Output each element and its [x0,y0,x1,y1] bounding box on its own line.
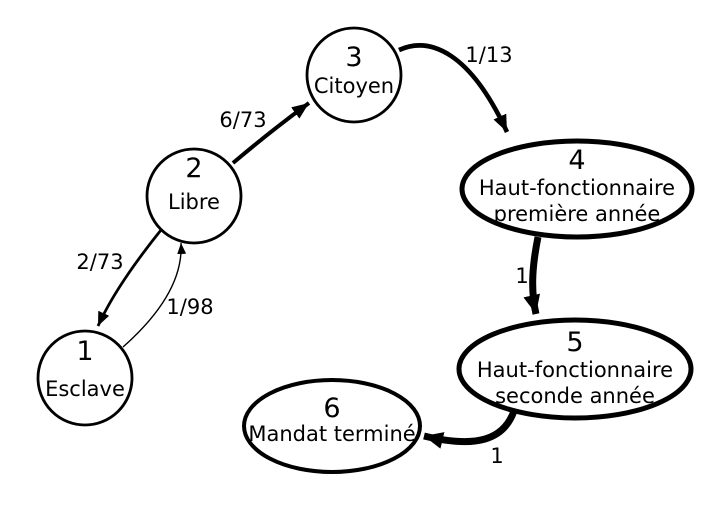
edge-3-to-4-label: 1/13 [465,43,512,67]
state-node-3-label: Citoyen [314,74,394,98]
state-node-5-label-line1: Haut-fonctionnaire [477,358,673,382]
state-node-2-label: Libre [168,190,220,214]
state-node-6: 6 Mandat terminé [242,378,422,474]
state-node-5-shape [456,317,694,421]
edge-5-to-6-arrow [423,409,518,449]
state-node-2-number: 2 [185,153,202,184]
nodes: 1 Esclave 2 Libre 3 Citoyen 4 Haut-fonct… [36,26,695,474]
edges [96,43,542,449]
edge-1-to-2-label: 1/98 [166,295,213,319]
state-node-2: 2 Libre [145,147,243,245]
state-node-4-label-line1: Haut-fonctionnaire [479,176,675,200]
state-node-1-shape [36,329,134,427]
edge-2-to-1-label: 2/73 [76,250,123,274]
state-node-1-label: Esclave [45,377,125,401]
edge-2-to-3-label: 6/73 [219,108,266,132]
state-node-4: 4 Haut-fonctionnaire première année [459,138,695,240]
state-node-2-shape [145,147,243,245]
state-node-4-shape [459,138,695,240]
edge-4-to-5-label: 1 [515,264,528,288]
edge-3-to-4-arrow [398,43,510,133]
state-node-6-label: Mandat terminé [248,422,415,446]
state-node-3-number: 3 [345,42,362,73]
state-node-4-number: 4 [568,145,585,176]
state-node-6-shape [242,378,422,474]
edge-5-to-6-label: 1 [490,444,503,468]
state-node-1: 1 Esclave [36,329,134,427]
state-node-5-number: 5 [566,327,583,358]
state-node-4-label-line2: première année [494,202,661,226]
state-node-5: 5 Haut-fonctionnaire seconde année [456,317,694,421]
edge-labels: 1/98 2/73 6/73 1/13 1 1 [76,43,528,468]
edge-4-to-5-arrow [523,236,542,315]
edge-1-to-2-arrow [122,242,187,348]
edge-2-to-3-arrow [231,101,311,165]
state-node-1-number: 1 [76,336,93,367]
state-node-3: 3 Citoyen [305,26,403,124]
state-node-5-label-line2: seconde année [495,384,655,408]
state-node-6-number: 6 [323,393,340,424]
state-node-3-shape [305,26,403,124]
edge-2-to-1-arrow [96,229,163,327]
